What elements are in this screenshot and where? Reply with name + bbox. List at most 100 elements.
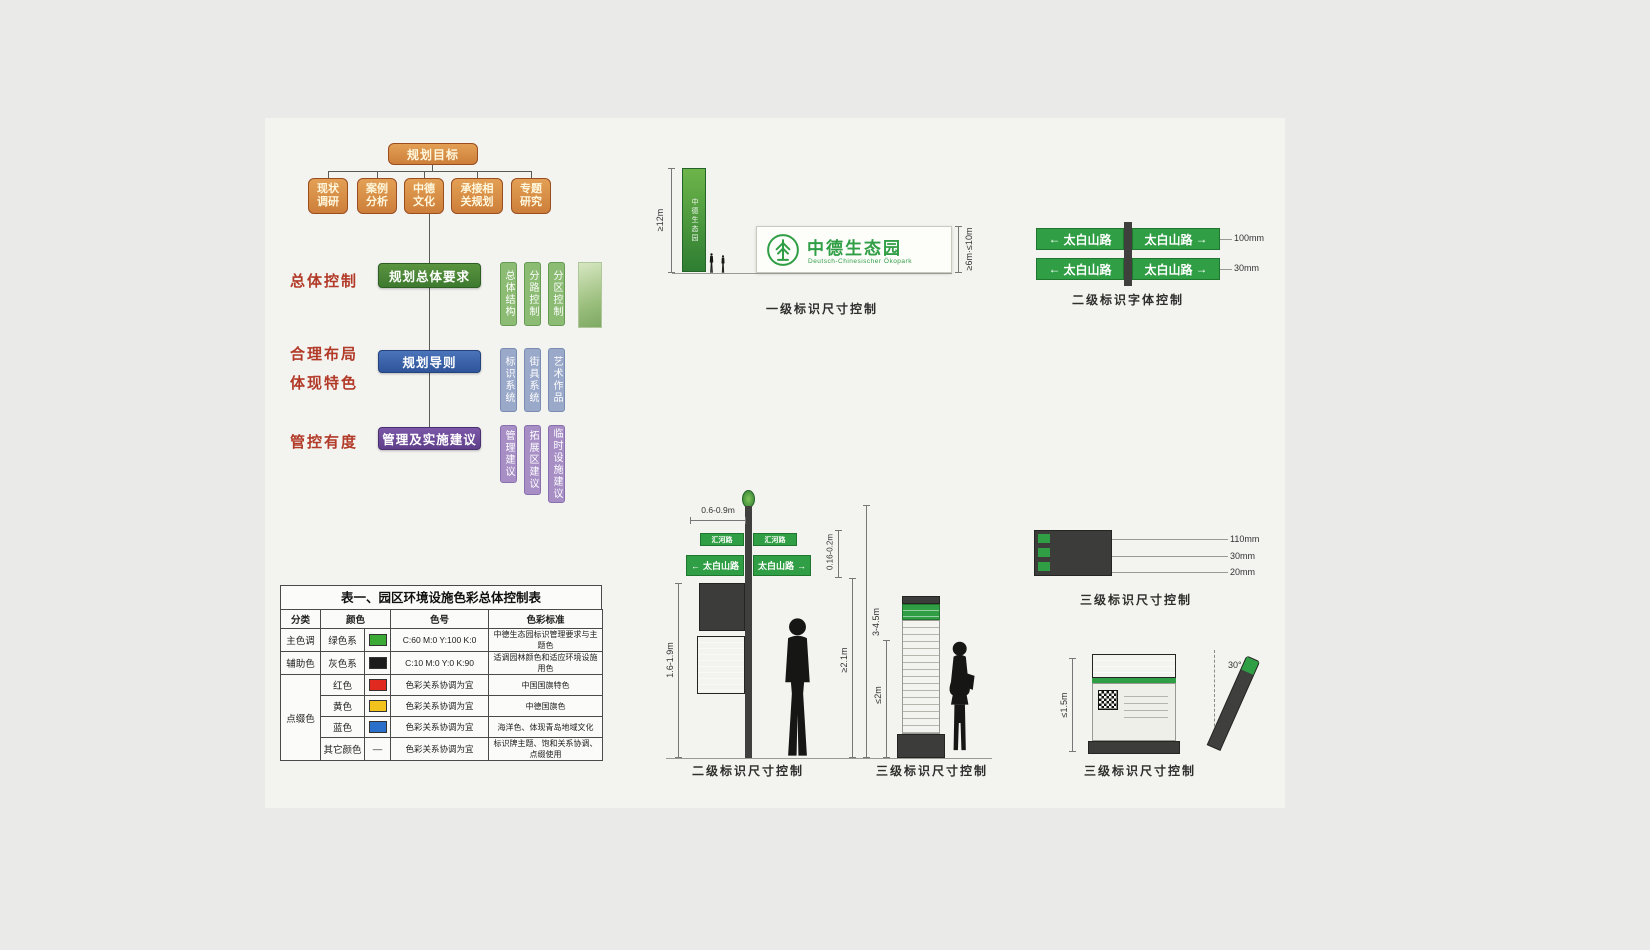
dimension-label-kiosk-height: ≤1.5m (1059, 692, 1069, 718)
pill-management-advice: 管理建议 (500, 425, 517, 483)
street-sign-right: 太白山路 → (1132, 228, 1220, 250)
col-header-category: 分类 (280, 609, 321, 629)
caption-tertiary-monolith: 三级标识尺寸控制 (875, 764, 988, 778)
cell-color-name: 绿色系 (320, 628, 365, 652)
arrow-right-icon: → (1195, 262, 1208, 276)
cell-swatch (363, 651, 392, 675)
street-sign-left: ← 太白山路 (686, 555, 744, 576)
table-row: 蓝色 色彩关系协调为宜 海洋色、体现青岛地域文化 (281, 716, 604, 738)
arrow-left-icon: ← (1048, 232, 1061, 246)
cell-color-name: 黄色 (320, 695, 365, 717)
color-swatch (368, 721, 387, 733)
street-sign-left: ← 太白山路 (1036, 228, 1124, 250)
dimension-leader (1220, 239, 1232, 240)
monolith-body (902, 620, 940, 734)
flow-connector (328, 171, 532, 172)
kiosk-header-panel (1092, 654, 1176, 678)
woman-silhouette-icon (949, 641, 975, 751)
street-name: 太白山路 (1063, 262, 1112, 277)
dimension-label-clearance: ≥2.1m (839, 647, 849, 673)
qr-code (1098, 690, 1118, 710)
color-table-grid: 分类 颜色 色号 色彩标准 主色调 绿色系 C:60 M:0 Y:100 K:0… (280, 609, 604, 761)
monolith-base (897, 734, 945, 758)
flow-main-line (429, 214, 430, 438)
monolith-cap (902, 596, 940, 604)
kiosk-green-stripe (1092, 678, 1176, 683)
person-silhouette-icon (721, 255, 725, 273)
caption-secondary-font: 二级标识字体控制 (1071, 293, 1184, 307)
color-swatch (368, 657, 387, 669)
table-row: 主色调 绿色系 C:60 M:0 Y:100 K:0 中德生态园标识管理要求与主… (280, 628, 604, 652)
cell-code: C:60 M:0 Y:100 K:0 (390, 628, 490, 652)
kiosk-sign (1088, 654, 1180, 754)
dimension-label-20mm: 20mm (1230, 567, 1256, 577)
dimension-label-panel-width: 0.6-0.9m (701, 505, 735, 515)
pill-street-furniture: 街具系统 (524, 348, 541, 412)
table-row: 黄色 色彩关系协调为宜 中德国旗色 (281, 695, 604, 717)
cell-standard: 中德国旗色 (488, 695, 604, 717)
cell-swatch: — (363, 737, 392, 761)
table-row: 辅助色 灰色系 C:10 M:0 Y:0 K:90 适调园林颜色和适应环境设施用… (280, 651, 604, 675)
cell-standard: 适调园林颜色和适应环境设施用色 (488, 651, 604, 675)
cell-standard: 标识牌主题、饱和关系协调、点缀使用 (488, 737, 604, 761)
dimension-line-sign-size (955, 226, 962, 273)
table-title: 表一、园区环境设施色彩总体控制表 (280, 585, 602, 609)
ecopark-subtitle: Deutsch-Chinesischer Ökopark (808, 258, 912, 265)
cell-category: 主色调 (280, 628, 321, 652)
caption-tertiary-kiosk: 三级标识尺寸控制 (1083, 764, 1196, 778)
directory-panel (697, 636, 745, 694)
primary-banner-sign: 中德生态园 (682, 168, 706, 272)
small-street-sign-right: 汇河路 (753, 533, 797, 546)
cell-color-name: 蓝色 (320, 716, 365, 738)
flow-connector (328, 172, 329, 178)
dimension-line-monolith-height (883, 640, 890, 758)
dimension-label-panel-height: 0.16-0.2m (825, 533, 835, 571)
dimension-label-110mm: 110mm (1230, 534, 1260, 544)
pill-zone-control: 分区控制 (548, 262, 565, 326)
cell-standard: 中德生态园标识管理要求与主题色 (488, 628, 604, 652)
dimension-line-panel-width (690, 517, 746, 524)
dimension-label-font-small: 30mm (1234, 263, 1260, 273)
cell-swatch (363, 674, 392, 696)
cell-code: 色彩关系协调为宜 (390, 716, 490, 738)
stage-box-implementation: 管理及实施建议 (378, 427, 481, 450)
caption-secondary-size: 二级标识尺寸控制 (691, 764, 804, 778)
flow-input-culture: 中德 文化 (404, 178, 444, 214)
cell-standard: 中国国旗特色 (488, 674, 604, 696)
monolith-green-band (902, 604, 940, 620)
caption-primary-sign: 一级标识尺寸控制 (765, 302, 878, 316)
kiosk-map-lines (1124, 690, 1168, 720)
cell-standard: 海洋色、体现青岛地域文化 (488, 716, 604, 738)
color-swatch (368, 634, 387, 646)
flow-connector (424, 172, 425, 178)
caption-tertiary-detail: 三级标识尺寸控制 (1079, 593, 1192, 607)
col-header-color: 颜色 (319, 609, 392, 629)
dimension-label-font-height: 100mm (1234, 233, 1265, 243)
sign-pole (745, 506, 752, 758)
street-name: 太白山路 (1144, 232, 1193, 247)
dimension-leader (1112, 572, 1228, 573)
street-sign-right: 太白山路 → (1132, 258, 1220, 280)
flow-input-survey: 现状 调研 (308, 178, 348, 214)
color-swatch (368, 700, 387, 712)
col-header-standard: 色彩标准 (488, 609, 604, 629)
sign-pole (1124, 222, 1132, 286)
street-name: 太白山路 (1063, 232, 1112, 247)
man-silhouette-icon (785, 618, 810, 756)
dimension-line-clearance (849, 578, 856, 758)
cell-category: 辅助色 (280, 651, 321, 675)
cell-code: 色彩关系协调为宜 (390, 674, 490, 696)
stage-label-overall-control: 总体控制 (290, 273, 359, 290)
color-control-table: 表一、园区环境设施色彩总体控制表 分类 颜色 色号 色彩标准 主色调 绿色系 C… (280, 585, 604, 761)
dimension-label-total-height: 3-4.5m (871, 607, 881, 637)
dimension-line-kiosk-height (1069, 658, 1076, 752)
stage-label-management: 管控有度 (290, 434, 359, 451)
dimension-label-30mm: 30mm (1230, 551, 1256, 561)
dimension-label-board-height: 1.6-1.9m (665, 642, 675, 678)
flow-goal-box: 规划目标 (388, 143, 478, 165)
flow-input-research: 专题 研究 (511, 178, 551, 214)
cell-color-name: 灰色系 (320, 651, 365, 675)
cell-code: C:10 M:0 Y:0 K:90 (390, 651, 490, 675)
section-green-strip (1038, 548, 1050, 557)
